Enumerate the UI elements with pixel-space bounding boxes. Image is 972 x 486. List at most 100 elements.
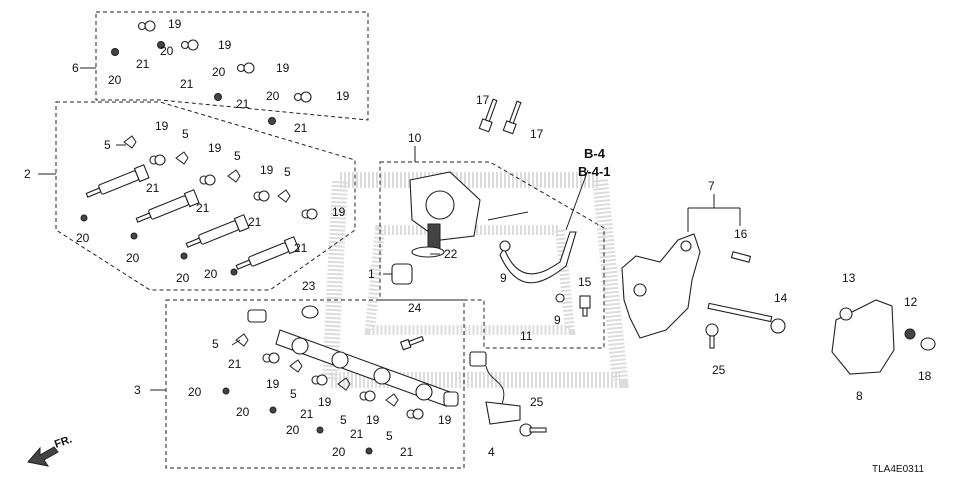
callout-19: 19 (218, 38, 232, 52)
callout-18: 18 (918, 369, 932, 383)
brand-watermark (321, 172, 629, 388)
callout-24: 24 (408, 301, 422, 315)
callout-14: 14 (774, 291, 788, 305)
callout-5: 5 (284, 165, 291, 179)
callout-13: 13 (842, 271, 856, 285)
callout-5: 5 (182, 127, 189, 141)
callout-20: 20 (204, 267, 218, 281)
callout-20: 20 (188, 385, 202, 399)
high-pressure-fuel-pump (409, 171, 481, 258)
callout-20: 20 (332, 445, 346, 459)
bolts-17 (478, 98, 522, 135)
callout-21: 21 (180, 77, 194, 91)
callout-5: 5 (234, 149, 241, 163)
callout-5: 5 (290, 387, 297, 401)
callout-21: 21 (248, 215, 262, 229)
callout-19: 19 (266, 377, 280, 391)
seal-rings-group-6 (111, 20, 312, 125)
callout-1: 1 (368, 267, 375, 281)
callout-21: 21 (300, 407, 314, 421)
callout-20: 20 (236, 405, 250, 419)
callout-2: 2 (24, 167, 31, 181)
callout-22: 22 (444, 247, 458, 261)
callout-19: 19 (276, 61, 290, 75)
callout-17: 17 (476, 93, 490, 107)
pump-base-bracket (621, 233, 701, 339)
callout-19: 19 (332, 205, 346, 219)
callout-8: 8 (856, 389, 863, 403)
callout-21: 21 (136, 57, 150, 71)
callout-20: 20 (176, 271, 190, 285)
cover-8 (831, 299, 936, 375)
callout-21: 21 (350, 427, 364, 441)
callout-19: 19 (155, 119, 169, 133)
callout-21: 21 (196, 201, 210, 215)
callout-20: 20 (126, 251, 140, 265)
pump-follower-1 (391, 263, 413, 285)
callout-leaders (116, 144, 529, 346)
sensor-23 (301, 305, 319, 319)
callout-5: 5 (104, 138, 111, 152)
callout-25: 25 (712, 363, 726, 377)
callout-20: 20 (212, 65, 226, 79)
group-6-box (80, 11, 369, 121)
callout-11: 11 (520, 329, 533, 343)
callout-15: 15 (578, 275, 592, 289)
front-direction-arrow (27, 446, 59, 467)
callout-21: 21 (294, 121, 308, 135)
callout-19: 19 (168, 17, 182, 31)
callout-21: 21 (236, 97, 250, 111)
callout-5: 5 (386, 429, 393, 443)
ref-b4-1: B-4-1 (578, 164, 611, 179)
callout-5: 5 (212, 337, 219, 351)
callout-19: 19 (336, 89, 350, 103)
callout-19: 19 (438, 413, 452, 427)
callout-12: 12 (904, 295, 918, 309)
callout-20: 20 (108, 73, 122, 87)
callout-21: 21 (400, 445, 414, 459)
bolt-24 (399, 335, 425, 351)
callout-labels: 6 19 19 19 19 20 20 20 20 21 21 21 21 2 … (24, 17, 932, 475)
callout-21: 21 (228, 357, 242, 371)
callout-7: 7 (708, 179, 715, 193)
callout-9: 9 (500, 271, 507, 285)
fuel-injectors (80, 135, 318, 276)
callout-3: 3 (134, 383, 141, 397)
callout-6: 6 (72, 61, 79, 75)
bolt-25-upper (705, 323, 719, 349)
callout-16: 16 (734, 227, 748, 241)
fuel-rail (222, 309, 459, 455)
callout-4: 4 (488, 445, 495, 459)
sensor-harness-4 (469, 351, 521, 425)
group-3-box (150, 299, 465, 469)
callout-20: 20 (286, 423, 300, 437)
stud-16 (730, 251, 752, 263)
group-7-bracket-lines (687, 194, 741, 232)
callout-19: 19 (366, 413, 380, 427)
callout-10: 10 (408, 131, 422, 145)
bolt-25-lower (519, 423, 547, 437)
callout-21: 21 (146, 181, 160, 195)
callout-19: 19 (318, 395, 332, 409)
ref-b4: B-4 (584, 146, 606, 161)
group-2-box (38, 101, 356, 291)
callout-21: 21 (294, 241, 308, 255)
callout-5: 5 (340, 413, 347, 427)
bolt-15 (579, 295, 591, 317)
high-pressure-pipe (499, 231, 577, 303)
bolt-14 (707, 302, 786, 334)
callout-9: 9 (554, 313, 561, 327)
callout-23: 23 (302, 279, 316, 293)
callout-20: 20 (76, 231, 90, 245)
callout-20: 20 (266, 89, 280, 103)
callout-19: 19 (208, 141, 222, 155)
callout-20: 20 (160, 44, 174, 58)
ref-leader-b4 (565, 169, 589, 231)
front-direction-label: FR. (53, 433, 74, 450)
callout-25: 25 (530, 395, 544, 409)
callout-19: 19 (260, 163, 274, 177)
group-10-box (379, 146, 605, 349)
callout-17: 17 (530, 127, 544, 141)
diagram-code: TLA4E0311 (872, 464, 925, 475)
